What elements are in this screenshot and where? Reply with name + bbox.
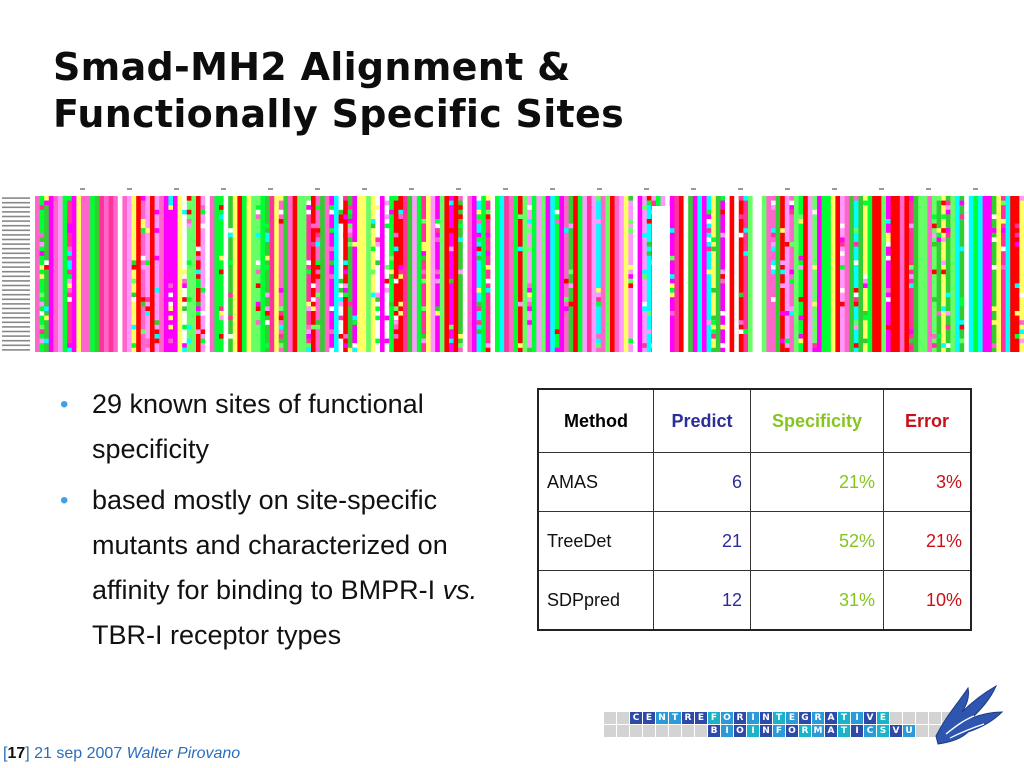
logo-cell: E bbox=[643, 712, 655, 724]
logo-cell: B bbox=[708, 725, 720, 737]
table-row: SDPpred 12 31% 10% bbox=[537, 570, 972, 631]
logo-cell bbox=[630, 725, 642, 737]
logo-cell bbox=[682, 725, 694, 737]
logo-cell: F bbox=[773, 725, 785, 737]
page-number: 17 bbox=[7, 745, 26, 762]
table-header-row: Method Predict Specificity Error bbox=[537, 388, 972, 453]
logo-cell bbox=[604, 725, 616, 737]
logo-cell: T bbox=[838, 712, 850, 724]
cell-specificity: 21% bbox=[750, 452, 884, 512]
bullet-item: • based mostly on site-specific mutants … bbox=[58, 478, 488, 658]
table-row: TreeDet 21 52% 21% bbox=[537, 511, 972, 571]
footer-bracket-close: ] bbox=[25, 745, 30, 762]
logo-cell: V bbox=[890, 725, 902, 737]
logo-cell: O bbox=[721, 712, 733, 724]
slide-title-line-1: Smad-MH2 Alignment & bbox=[53, 45, 571, 89]
logo-cell bbox=[916, 712, 928, 724]
slide-title-line-2: Functionally Specific Sites bbox=[53, 92, 624, 136]
logo-cell: F bbox=[708, 712, 720, 724]
logo-cell: R bbox=[799, 725, 811, 737]
cell-method: AMAS bbox=[537, 452, 654, 512]
logo-cell: O bbox=[786, 725, 798, 737]
footer-bracket-open: [ bbox=[3, 745, 8, 762]
logo-cell: E bbox=[786, 712, 798, 724]
logo-cell: N bbox=[656, 712, 668, 724]
header-error: Error bbox=[883, 388, 972, 453]
bullet-icon: • bbox=[60, 391, 69, 418]
sequence-alignment-image bbox=[0, 186, 1024, 352]
logo-cell: T bbox=[669, 712, 681, 724]
header-method: Method bbox=[537, 388, 654, 453]
slide-title: Smad-MH2 Alignment & Functionally Specif… bbox=[53, 44, 773, 138]
logo-cell: U bbox=[903, 725, 915, 737]
bullet-text-italic: vs. bbox=[442, 575, 478, 605]
slide-footer: [17] 21 sep 2007 Walter Pirovano bbox=[3, 745, 240, 763]
logo-cell bbox=[929, 712, 941, 724]
header-predict: Predict bbox=[653, 388, 751, 453]
logo-cell bbox=[890, 712, 902, 724]
logo-cell: R bbox=[734, 712, 746, 724]
logo-cell: R bbox=[812, 712, 824, 724]
logo-cell: M bbox=[812, 725, 824, 737]
cell-method: TreeDet bbox=[537, 511, 654, 571]
logo-cell: V bbox=[864, 712, 876, 724]
bullet-text-tail: TBR-I receptor types bbox=[92, 620, 342, 650]
logo-cell: T bbox=[838, 725, 850, 737]
table-row: AMAS 6 21% 3% bbox=[537, 452, 972, 512]
logo-cell: I bbox=[851, 725, 863, 737]
bullet-item: • 29 known sites of functional specifici… bbox=[58, 382, 488, 472]
cell-predict: 12 bbox=[653, 570, 751, 631]
logo-cell: I bbox=[721, 725, 733, 737]
footer-author: Walter Pirovano bbox=[126, 745, 241, 762]
logo-cell: A bbox=[825, 725, 837, 737]
logo-cell: N bbox=[760, 712, 772, 724]
logo-cell: C bbox=[864, 725, 876, 737]
logo-cell: E bbox=[877, 712, 889, 724]
logo-cell bbox=[643, 725, 655, 737]
bullet-text: 29 known sites of functional specificity bbox=[92, 389, 424, 464]
cell-error: 21% bbox=[883, 511, 972, 571]
logo-cell: O bbox=[734, 725, 746, 737]
footer-date: 21 sep 2007 bbox=[29, 745, 127, 762]
logo-cell bbox=[656, 725, 668, 737]
logo-cell: I bbox=[747, 725, 759, 737]
logo-cell bbox=[617, 725, 629, 737]
logo-cell bbox=[604, 712, 616, 724]
logo-cell bbox=[916, 725, 928, 737]
logo-cell: I bbox=[851, 712, 863, 724]
logo-cell: N bbox=[760, 725, 772, 737]
cell-specificity: 31% bbox=[750, 570, 884, 631]
cell-error: 10% bbox=[883, 570, 972, 631]
logo-cell: S bbox=[877, 725, 889, 737]
logo-cell bbox=[669, 725, 681, 737]
logo-cell: G bbox=[799, 712, 811, 724]
cell-method: SDPpred bbox=[537, 570, 654, 631]
logo-cell: T bbox=[773, 712, 785, 724]
logo-cell: C bbox=[630, 712, 642, 724]
cell-predict: 21 bbox=[653, 511, 751, 571]
results-table: Method Predict Specificity Error AMAS 6 … bbox=[537, 388, 972, 631]
logo-cell bbox=[617, 712, 629, 724]
bullet-list: • 29 known sites of functional specifici… bbox=[58, 382, 488, 664]
logo-cell bbox=[903, 712, 915, 724]
bullet-icon: • bbox=[60, 487, 69, 514]
logo-cell: I bbox=[747, 712, 759, 724]
cell-predict: 6 bbox=[653, 452, 751, 512]
cell-specificity: 52% bbox=[750, 511, 884, 571]
logo-cell: A bbox=[825, 712, 837, 724]
logo-cell: R bbox=[682, 712, 694, 724]
university-bird-logo-icon bbox=[935, 684, 1004, 745]
header-specificity: Specificity bbox=[750, 388, 884, 453]
cell-error: 3% bbox=[883, 452, 972, 512]
logo-cell: E bbox=[695, 712, 707, 724]
logo-cell bbox=[695, 725, 707, 737]
bullet-text: based mostly on site-specific mutants an… bbox=[92, 485, 448, 605]
